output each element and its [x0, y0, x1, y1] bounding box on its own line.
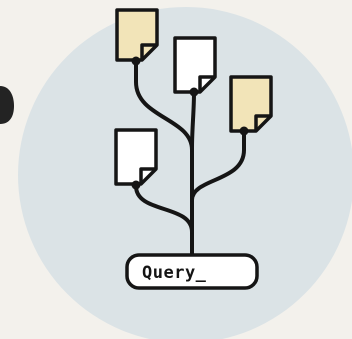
node-dot-right — [239, 126, 249, 136]
edge-shape — [0, 86, 14, 124]
query-text: Query_ — [142, 263, 207, 283]
document-icon-top-left — [115, 8, 159, 62]
document-icon-top-center — [173, 36, 217, 94]
branch-right — [190, 130, 246, 202]
branch-top-center — [190, 90, 196, 150]
node-dot-top-left — [131, 56, 141, 66]
branch-left — [134, 184, 194, 234]
query-box: Query_ — [125, 253, 259, 290]
document-icon-right — [229, 75, 273, 133]
tree-branches — [134, 60, 246, 257]
node-dot-left — [131, 180, 141, 190]
branch-top-left — [134, 60, 194, 152]
node-dot-top-center — [189, 87, 199, 97]
document-icon-left — [114, 128, 158, 186]
